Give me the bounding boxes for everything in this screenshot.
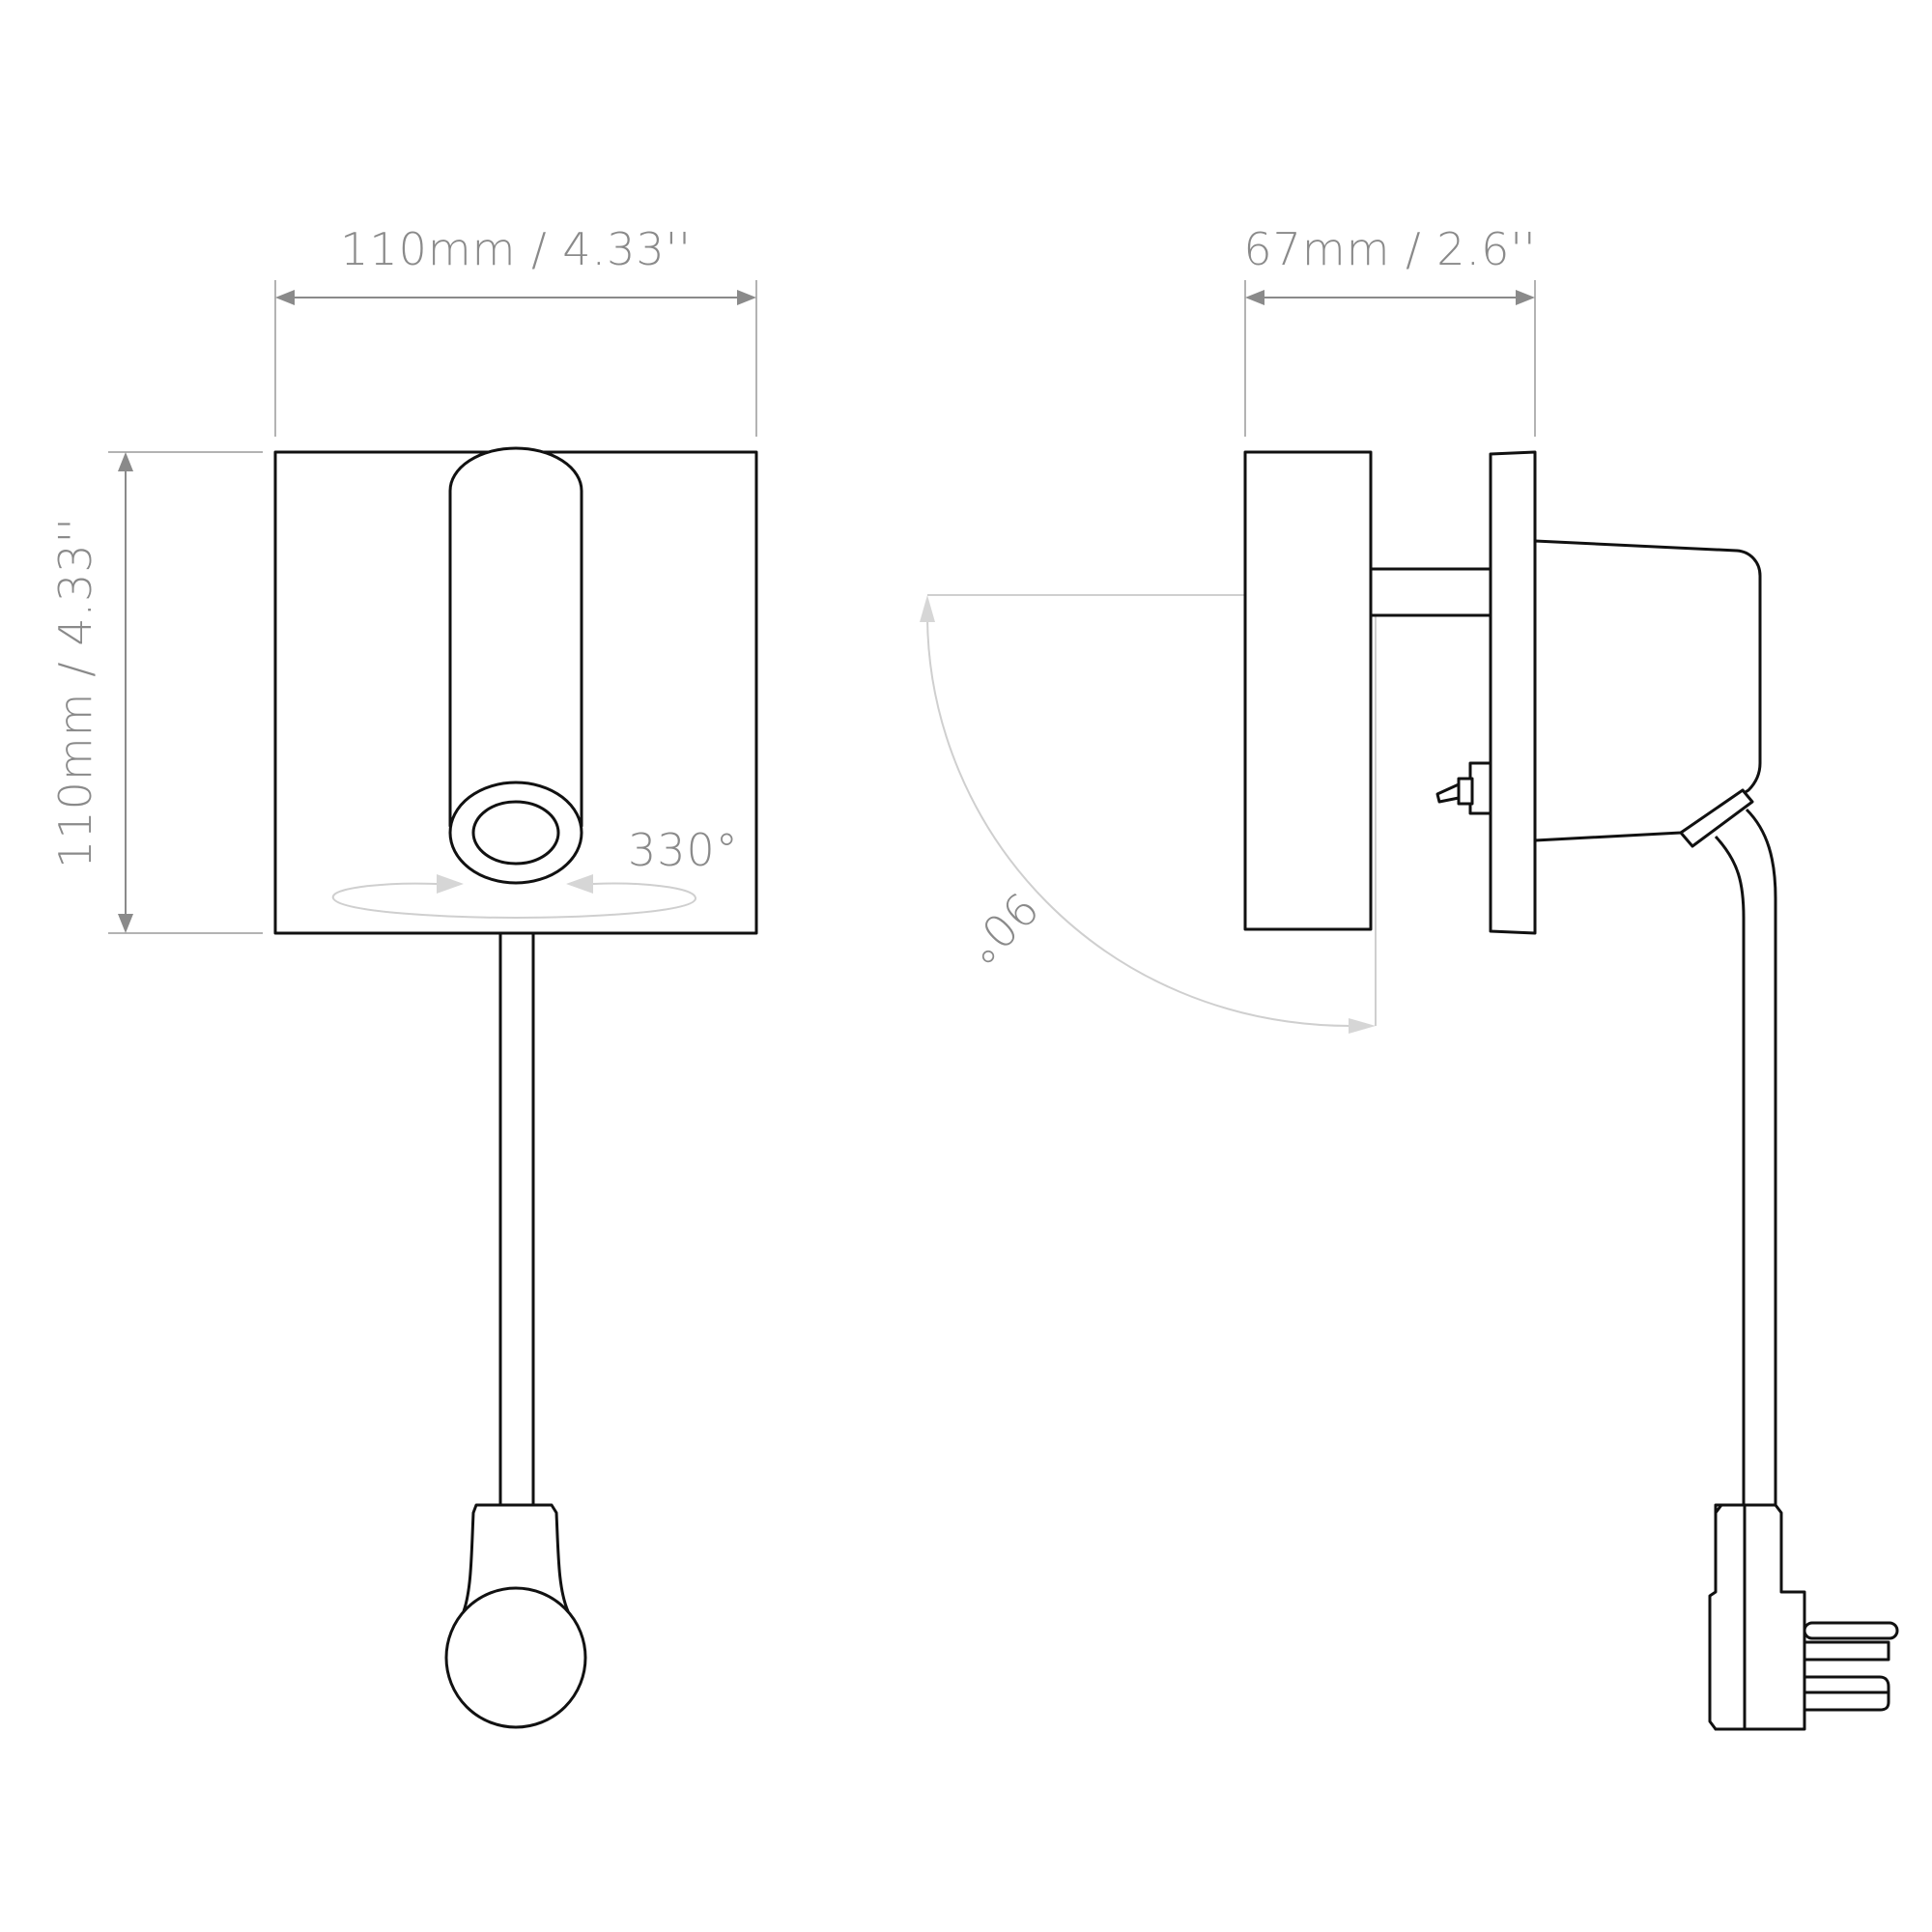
reading-head-bulb <box>444 1586 587 1729</box>
plug-prong-top <box>1803 1621 1899 1640</box>
front-view: 110mm / 4.33'' 110mm / 4.33'' 330° <box>49 223 758 1729</box>
spotlight-lens <box>471 800 560 866</box>
rocker-switch <box>1435 761 1493 815</box>
side-stem <box>1369 567 1492 617</box>
tilt-label: 90° <box>953 881 1048 976</box>
power-plug <box>1708 1503 1899 1731</box>
power-cable <box>1714 808 1777 1509</box>
front-spotlight <box>448 446 583 885</box>
front-width-label: 110mm / 4.33'' <box>340 223 692 275</box>
side-depth-label: 67mm / 2.6'' <box>1243 223 1536 275</box>
side-depth-dimension: 67mm / 2.6'' <box>1243 223 1536 437</box>
front-reading-head <box>444 1503 587 1729</box>
side-spotlight-head <box>1243 450 1373 931</box>
front-flex-arm <box>498 931 535 1509</box>
front-height-dimension: 110mm / 4.33'' <box>49 451 263 934</box>
side-backplate <box>1489 450 1537 935</box>
front-width-dimension: 110mm / 4.33'' <box>274 223 757 437</box>
rotation-label: 330° <box>628 824 739 876</box>
plug-transformer-body <box>1533 539 1762 842</box>
rotation-indicator: 330° <box>331 824 739 920</box>
front-height-label: 110mm / 4.33'' <box>49 517 101 868</box>
cable-strain-relief <box>1679 788 1754 848</box>
side-view: 67mm / 2.6'' 90° <box>920 223 1899 1731</box>
